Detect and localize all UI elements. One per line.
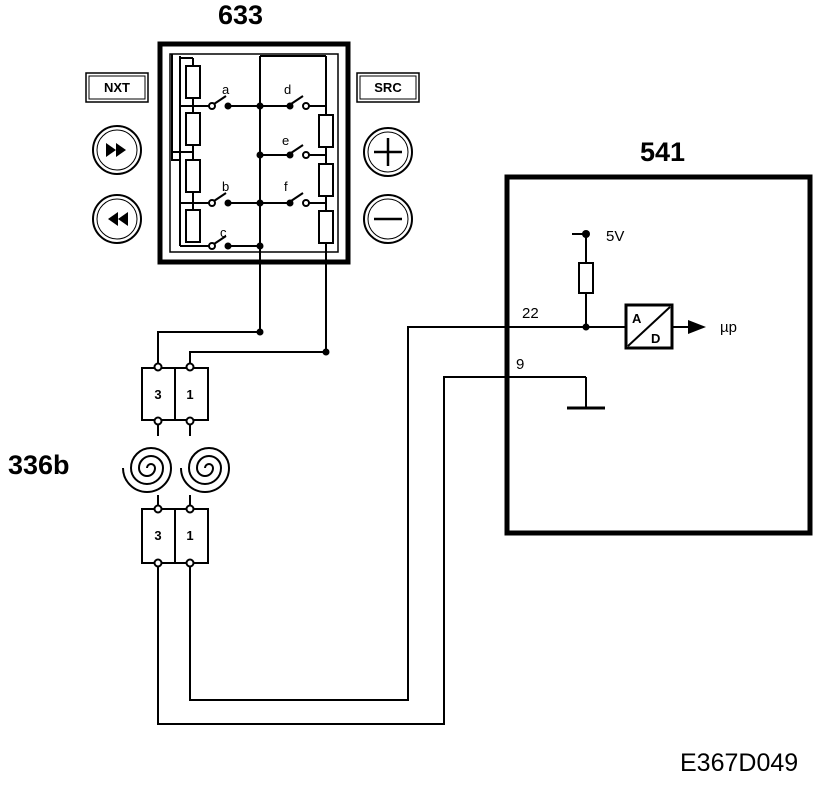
switch-e: e (260, 133, 326, 159)
switch-a: a (208, 82, 260, 110)
switch-block-id: 633 (218, 0, 263, 30)
spiral-coil-left (122, 425, 173, 508)
control-unit-frame (504, 174, 813, 536)
rewind-button[interactable] (92, 194, 142, 244)
connector-top: 3 1 (141, 362, 209, 426)
plus-icon (374, 138, 402, 166)
adc-d-label: D (651, 331, 660, 346)
switch-b-label: b (222, 179, 229, 194)
adc-block: A D (586, 303, 674, 350)
switch-f: f (260, 179, 326, 207)
switch-c-label: c (220, 225, 227, 240)
lower-harness (157, 326, 586, 725)
nxt-button[interactable]: NXT (85, 72, 149, 103)
upper-harness (157, 328, 330, 365)
switch-a-label: a (222, 82, 230, 97)
clock-spring-id: 336b (8, 450, 70, 480)
fast-forward-icon (106, 143, 126, 157)
minus-button[interactable] (363, 194, 413, 244)
control-unit-id: 541 (640, 137, 685, 167)
switch-f-label: f (284, 179, 288, 194)
src-button[interactable]: SRC (356, 72, 420, 103)
connector-bottom: 3 1 (141, 504, 209, 568)
output-arrow: µp (672, 319, 737, 336)
bottom-pin-1: 1 (186, 528, 193, 543)
figure-code: E367D049 (680, 749, 798, 777)
supply-node: 5V (572, 228, 624, 263)
fast-forward-button[interactable] (92, 125, 142, 175)
top-pin-1: 1 (186, 387, 193, 402)
plus-button[interactable] (363, 127, 413, 177)
src-label: SRC (374, 80, 402, 95)
switch-b: b (208, 179, 260, 207)
right-resistor-ladder (318, 56, 334, 352)
adc-a-label: A (632, 311, 642, 326)
nxt-label: NXT (104, 80, 130, 95)
output-label: µp (720, 319, 737, 336)
switch-block-inner-frame (169, 53, 339, 253)
ground-symbol (567, 377, 605, 410)
center-bus (256, 55, 326, 332)
switch-d-label: d (284, 82, 291, 97)
switch-d: d (260, 82, 326, 110)
rewind-icon (108, 212, 128, 226)
switch-e-label: e (282, 133, 289, 148)
left-resistor-ladder (171, 54, 212, 247)
top-pin-3: 3 (154, 387, 161, 402)
pullup-resistor (578, 262, 594, 331)
switch-block-frame (157, 41, 351, 265)
spiral-coil-right (180, 425, 231, 508)
supply-label: 5V (606, 228, 624, 245)
pin-22-label: 22 (522, 305, 539, 322)
pin-9-label: 9 (516, 356, 524, 373)
bottom-pin-3: 3 (154, 528, 161, 543)
switch-c: c (208, 225, 260, 250)
